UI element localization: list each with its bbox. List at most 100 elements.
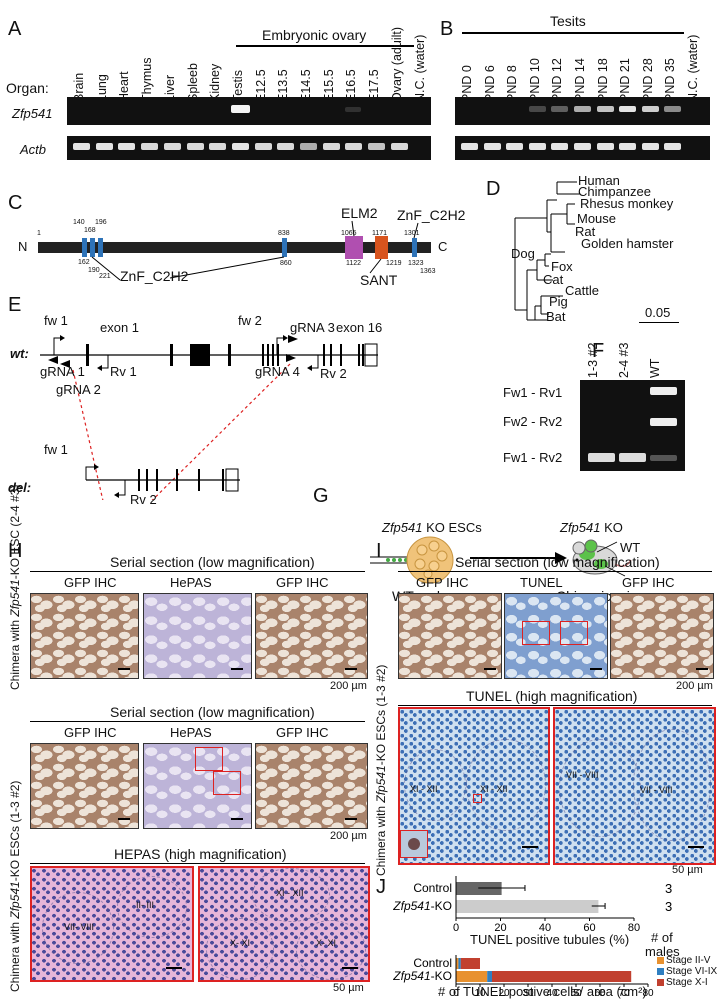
category-gene: Zfp541	[392, 899, 430, 913]
i-hi-scalebar-a	[522, 846, 538, 848]
x-tick-label: 10	[474, 988, 486, 999]
znf-domain-4	[282, 238, 287, 257]
i-tunel-high-mag-right	[553, 707, 716, 865]
species-label: Cat	[543, 272, 564, 287]
n-value-0: 3	[665, 881, 672, 896]
pos-221: 221	[99, 273, 111, 280]
i-tunel-label: TUNEL	[520, 575, 563, 590]
actb-band	[209, 143, 227, 150]
h2-scalebar-b	[231, 818, 243, 820]
ko-escs-text: KO ESCs	[426, 520, 482, 535]
i-inset-source-box	[473, 794, 482, 803]
znf-label-1: ZnF_C2H2	[120, 268, 189, 284]
h-stage-x-xi-a: X- XI	[230, 938, 251, 948]
x-tick-label: 50	[570, 988, 582, 999]
wt-allele-label: wt:	[10, 346, 29, 361]
embryonic-ovary-label: Embryonic ovary	[262, 27, 367, 43]
znf-domain-1	[82, 238, 87, 257]
h1-side-gene: Zfp541	[8, 579, 22, 617]
pos-1171: 1171	[372, 230, 388, 237]
x-tick-label: 60	[594, 988, 606, 999]
h1-hepas-image	[143, 593, 252, 679]
elm2-label: ELM2	[341, 205, 378, 221]
i-gfp-label-b: GFP IHC	[622, 575, 675, 590]
i-inset-box	[400, 830, 428, 858]
actb-band	[186, 143, 204, 150]
legend-swatch	[657, 968, 664, 975]
pos-1065: 1065	[341, 230, 357, 237]
i-gfp-label-a: GFP IHC	[416, 575, 469, 590]
grna3-label: gRNA 3	[290, 320, 335, 335]
tubule-outline	[42, 892, 114, 964]
pos-1219: 1219	[386, 260, 402, 267]
tubule-outline	[206, 918, 274, 980]
chimera-wt-label: WT	[620, 540, 641, 555]
chart1-n-label-2: males	[645, 944, 680, 959]
pos-1323: 1323	[408, 260, 424, 267]
embryonic-ovary-line	[236, 45, 414, 47]
x-tick-label: 70	[618, 988, 630, 999]
h2-gfp-ihc-image-b	[255, 743, 368, 829]
x-tick-label: 80	[628, 922, 640, 932]
species-label: Cattle	[565, 283, 599, 298]
znf-domain-5	[412, 238, 417, 257]
chimera-ko-text: KO	[604, 520, 623, 535]
h1-gfp-ihc-image-a	[30, 593, 139, 679]
actb-band-pnd	[506, 143, 524, 150]
fw1-label-del: fw 1	[44, 442, 68, 457]
chart2-xlabel: # of TUNEL postive cells/ area (cm²)	[438, 984, 647, 999]
tree-scale-bar	[639, 322, 679, 323]
h-hepas-high-mag-left	[30, 866, 194, 982]
band-f-24-row3	[619, 453, 646, 462]
category-label-0: Control	[413, 956, 452, 970]
actb-band-pnd	[641, 143, 659, 150]
tubule-outline	[559, 739, 641, 837]
pos-860: 860	[280, 260, 292, 267]
znf-label-2: ZnF_C2H2	[397, 207, 466, 223]
i-hi-scalebar-b	[688, 846, 704, 848]
band-f-13-row3	[588, 453, 615, 462]
testis-group-line	[462, 32, 684, 34]
x-tick-label: 80	[642, 988, 654, 999]
zfp541-band-pnd	[528, 106, 546, 112]
actb-row-label: Actb	[20, 142, 47, 157]
i-stage-xi-xii-b: XI - XII	[480, 784, 508, 794]
actb-band	[141, 143, 159, 150]
h2-scalebar-c	[345, 818, 357, 820]
pos-1301: 1301	[404, 230, 420, 237]
exon1-label: exon 1	[100, 320, 140, 335]
i-scalebar-b	[590, 668, 602, 670]
pos-168: 168	[84, 227, 96, 234]
actb-band-pnd	[574, 143, 591, 150]
species-label: Golden hamster	[581, 236, 674, 251]
x-tick-label: 30	[522, 988, 534, 999]
species-label: Bat	[546, 309, 566, 324]
category-gene: Zfp541	[392, 969, 430, 983]
tubule-outline	[252, 868, 330, 922]
h1-scalebar-a	[118, 668, 130, 670]
i-gfp-ihc-image-b	[610, 593, 714, 679]
protein-domain-diagram	[38, 220, 431, 281]
del-allele-diagram	[85, 464, 240, 498]
rv2-label-del: Rv 2	[130, 492, 157, 507]
actb-band	[322, 143, 340, 150]
zfp541-band-pnd	[551, 106, 569, 112]
species-label: Pig	[549, 294, 568, 309]
i-tunel-image	[504, 593, 608, 679]
h-stage-x-xi-b: X- XI	[316, 938, 337, 948]
actb-band	[118, 143, 136, 150]
i-hi-title: TUNEL (high magnification)	[466, 688, 638, 704]
fw2-label: fw 2	[238, 313, 262, 328]
h-hi-title-line	[30, 863, 365, 864]
pos-1: 1	[37, 230, 41, 237]
panel-label-j: J	[376, 876, 386, 898]
zfp541-band-pnd	[574, 106, 591, 112]
x-tick-label: 40	[539, 922, 551, 932]
i-scale-label: 200 µm	[676, 680, 713, 692]
ko-escs-gene: Zfp541	[382, 520, 423, 535]
actb-band	[277, 143, 295, 150]
band-f-wt-row1	[650, 387, 677, 395]
h-stage-xi-xii: XI - XII	[276, 888, 304, 898]
chimera-ko-label: Zfp541 KO	[560, 520, 623, 535]
